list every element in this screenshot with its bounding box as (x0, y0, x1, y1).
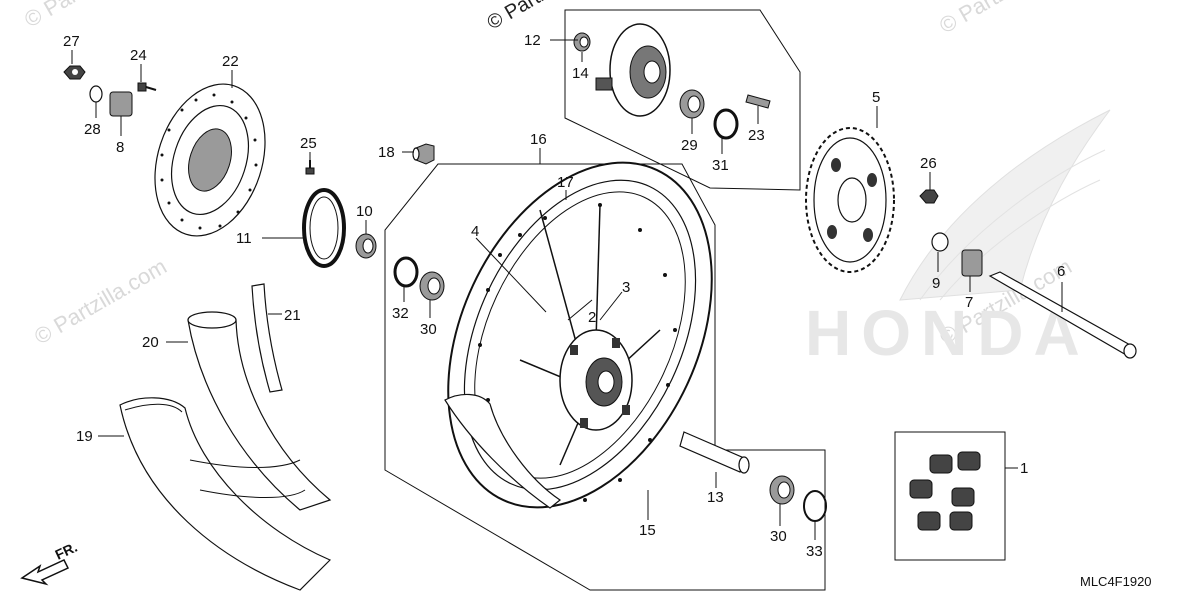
part-20-tube (187, 311, 332, 511)
part-30-bearing-right (769, 475, 795, 505)
callout-30-left: 30 (420, 321, 437, 338)
callout-22: 22 (222, 53, 239, 70)
part-24-bolt (137, 82, 157, 92)
watermark-top-left: © Partzilla.com (20, 0, 161, 32)
callout-18: 18 (378, 144, 395, 161)
part-12-hub-flange (595, 23, 671, 117)
callout-3: 3 (622, 279, 630, 296)
part-23-stud (745, 94, 771, 109)
part-33-o-ring (803, 490, 827, 522)
callout-16: 16 (530, 131, 547, 148)
callout-1: 1 (1020, 460, 1028, 477)
callout-23: 23 (748, 127, 765, 144)
callout-11: 11 (236, 230, 252, 247)
callout-4: 4 (471, 223, 479, 240)
part-32-seal (393, 256, 419, 288)
part-11-pulser-ring (302, 188, 346, 268)
callout-30-right: 30 (770, 528, 787, 545)
callout-26: 26 (920, 155, 937, 172)
part-27-nut (63, 65, 86, 80)
part-6-axle (988, 271, 1137, 359)
callout-28: 28 (84, 121, 101, 138)
part-29-bearing (679, 89, 705, 119)
part-31-seal (713, 108, 739, 140)
callout-20: 20 (142, 334, 159, 351)
callout-9: 9 (932, 275, 940, 292)
watermark-top-center: © Partz (484, 0, 553, 34)
callout-32: 32 (392, 305, 409, 322)
callout-31: 31 (712, 157, 729, 174)
callout-21: 21 (284, 307, 301, 324)
part-9-washer (931, 232, 949, 252)
part-5-sprocket (805, 127, 895, 273)
part-21-rim-band (251, 283, 283, 393)
callout-2: 2 (588, 309, 596, 326)
part-15-rim-strip (444, 393, 562, 509)
callouts: 27 28 8 24 22 25 11 10 18 16 17 4 2 3 12… (63, 32, 1065, 560)
wheel-group-frame (384, 163, 826, 591)
callout-6: 6 (1057, 263, 1065, 280)
callout-15: 15 (639, 522, 656, 539)
callout-17: 17 (557, 174, 574, 191)
callout-12: 12 (524, 32, 541, 49)
diagram-code: MLC4F1920 (1080, 574, 1152, 589)
part-19-tire (119, 397, 332, 591)
watermark-top-right: © Partzilla.com (935, 0, 1076, 38)
front-label: FR. (53, 539, 80, 563)
part-26-nut (919, 189, 939, 204)
callout-8: 8 (116, 139, 124, 156)
part-25-screw (305, 160, 315, 175)
callout-13: 13 (707, 489, 724, 506)
callout-7: 7 (965, 294, 973, 311)
part-16-wheel (447, 161, 713, 509)
part-1-damper-set (909, 451, 981, 531)
damper-group-frame (894, 431, 1006, 561)
callout-25: 25 (300, 135, 317, 152)
front-direction-indicator: FR. (20, 539, 80, 586)
callout-24: 24 (130, 47, 147, 64)
part-8-clip (109, 91, 133, 117)
callout-29: 29 (681, 137, 698, 154)
callout-19: 19 (76, 428, 93, 445)
part-22-brake-disc (154, 83, 266, 237)
honda-logo-text: HONDA (805, 297, 1090, 369)
callout-5: 5 (872, 89, 880, 106)
honda-logo: HONDA (805, 109, 1111, 369)
hub-group-frame (564, 9, 801, 191)
callout-33: 33 (806, 543, 823, 560)
callout-27: 27 (63, 33, 80, 50)
callout-14: 14 (572, 65, 589, 82)
part-10-bearing (355, 233, 377, 259)
front-arrow-icon (20, 559, 70, 586)
part-7-clip (961, 249, 983, 277)
leader-lines (71, 39, 1063, 540)
part-14-collar (573, 32, 591, 52)
part-13-spacer (679, 431, 750, 474)
callout-10: 10 (356, 203, 373, 220)
part-30-bearing-left (419, 271, 445, 301)
part-18-valve (412, 143, 435, 165)
part-28-washer (89, 85, 103, 103)
